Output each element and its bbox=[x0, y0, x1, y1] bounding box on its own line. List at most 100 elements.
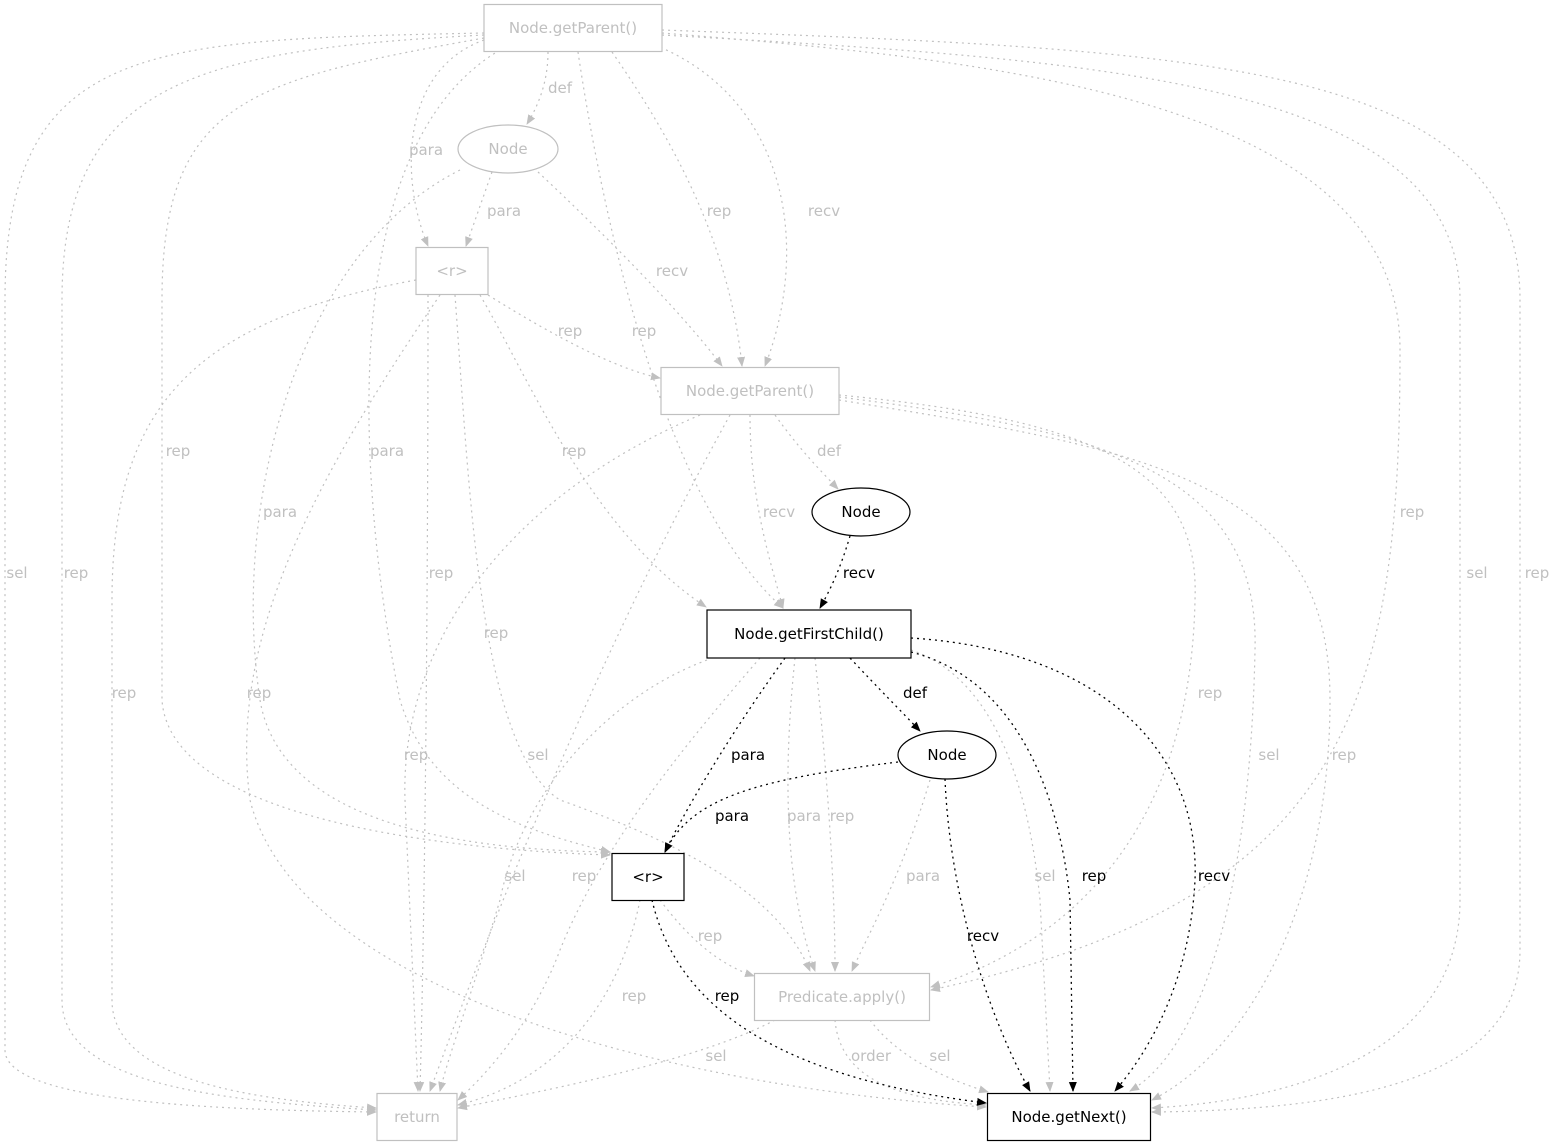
edge-n9-n11-order: order bbox=[834, 1019, 987, 1109]
edge-path bbox=[246, 294, 987, 1111]
edge-n9-n10-sel: sel bbox=[457, 1019, 776, 1111]
edge-label: rep bbox=[166, 442, 191, 460]
edge-n1-n4-recv: recv bbox=[654, 44, 840, 367]
edge-n1-n8-rep: rep bbox=[161, 37, 611, 859]
edge-label: para bbox=[731, 746, 765, 764]
node-box bbox=[611, 852, 685, 902]
node-label: Node bbox=[488, 140, 527, 158]
edge-label: rep bbox=[64, 564, 89, 582]
node-label: Node.getFirstChild() bbox=[734, 625, 884, 643]
edge-label: sel bbox=[1466, 564, 1487, 582]
edge-path bbox=[664, 761, 899, 853]
node-ellipse bbox=[457, 124, 559, 174]
edge-label: rep bbox=[562, 442, 587, 460]
edge-label: rep bbox=[698, 927, 723, 945]
node-label: Node.getParent() bbox=[509, 19, 637, 37]
node-n6[interactable]: Node.getFirstChild() bbox=[706, 609, 912, 659]
edge-n1-n10-sel: sel bbox=[4, 32, 485, 1116]
edge-label: rep bbox=[1332, 746, 1357, 764]
edge-path bbox=[661, 32, 1401, 993]
edge-label: recv bbox=[808, 202, 840, 220]
edge-label: sel bbox=[1258, 746, 1279, 764]
edge-n3-n4-rep: rep bbox=[487, 294, 661, 381]
node-box bbox=[753, 972, 931, 1022]
edge-path bbox=[4, 32, 485, 1116]
edge-n1-n9-rep: rep bbox=[661, 32, 1425, 993]
node-box bbox=[660, 366, 840, 416]
node-n7[interactable]: Node bbox=[897, 730, 997, 780]
edge-label: rep bbox=[715, 987, 740, 1005]
edge-path bbox=[869, 1019, 989, 1094]
node-label: Node bbox=[927, 746, 966, 764]
edge-path bbox=[410, 39, 485, 247]
edge-label: def bbox=[817, 442, 842, 460]
edge-n6-n9-para: para bbox=[787, 657, 821, 972]
edge-n2-n4-recv: recv bbox=[537, 171, 723, 367]
edge-label: para bbox=[370, 442, 404, 460]
edge-label: rep bbox=[558, 322, 583, 340]
edge-n2-n3-para: para bbox=[465, 171, 521, 247]
edge-n4-n11-sel: sel bbox=[838, 396, 1280, 1092]
edge-label: rep bbox=[1198, 684, 1223, 702]
node-n9[interactable]: Predicate.apply() bbox=[753, 972, 931, 1022]
edge-label: para bbox=[787, 807, 821, 825]
edge-path bbox=[457, 657, 761, 1101]
edge-label: rep bbox=[429, 564, 454, 582]
node-box bbox=[706, 609, 912, 659]
edge-n4-n10-rep: rep bbox=[404, 414, 701, 1092]
edge-n1-n3-para: para bbox=[409, 39, 485, 247]
edge-path bbox=[654, 44, 788, 367]
edge-n3-n10-rep: rep bbox=[111, 279, 417, 1112]
edge-label: rep bbox=[1400, 503, 1425, 521]
edge-label: rep bbox=[632, 322, 657, 340]
edge-label: para bbox=[906, 867, 940, 885]
edge-path bbox=[438, 659, 708, 1092]
edge-path bbox=[851, 779, 931, 972]
node-n10[interactable]: return bbox=[376, 1092, 458, 1142]
edge-n6-n11-sel: sel bbox=[910, 649, 1056, 1092]
edge-n3-n9-rep: rep bbox=[454, 294, 811, 972]
edge-path bbox=[838, 399, 1331, 1101]
node-box bbox=[376, 1092, 458, 1142]
edge-n6-n10-rep: rep bbox=[457, 657, 761, 1101]
edge-path bbox=[526, 51, 549, 125]
nodes-layer: Node.getParent() Node <r> Node.getParent() N… bbox=[376, 3, 1152, 1142]
node-box bbox=[986, 1092, 1152, 1142]
node-n3[interactable]: <r> bbox=[415, 246, 489, 296]
node-n8[interactable]: <r> bbox=[611, 852, 685, 902]
node-n1[interactable]: Node.getParent() bbox=[483, 3, 663, 53]
edge-n6-n7-def: def bbox=[849, 657, 928, 732]
edge-label: def bbox=[548, 79, 573, 97]
edge-label: sel bbox=[6, 564, 27, 582]
node-label: Node.getNext() bbox=[1011, 1108, 1126, 1126]
edge-n7-n9-para: para bbox=[851, 779, 940, 972]
edge-n8-n10-rep: rep bbox=[457, 899, 646, 1107]
edge-n4-n5-def: def bbox=[774, 414, 842, 490]
edge-label: sel bbox=[504, 867, 525, 885]
edge-path bbox=[537, 171, 723, 367]
edge-n8-n9-rep: rep bbox=[659, 899, 755, 978]
edge-n3-n6-rep: rep bbox=[479, 294, 707, 608]
edge-label: sel bbox=[929, 1047, 950, 1065]
edge-label: para bbox=[715, 807, 749, 825]
edge-n3-n10-rep: rep bbox=[416, 294, 454, 1092]
edge-path bbox=[661, 34, 1461, 1112]
edge-n1-n4-rep: rep bbox=[611, 51, 746, 367]
edge-path bbox=[838, 394, 1196, 989]
edge-n4-n9-rep: rep bbox=[838, 394, 1223, 989]
node-n5[interactable]: Node bbox=[811, 487, 911, 537]
edge-path bbox=[61, 34, 485, 1114]
edge-path bbox=[849, 657, 921, 732]
edge-label: recv bbox=[967, 927, 999, 945]
node-n2[interactable]: Node bbox=[457, 124, 559, 174]
node-n4[interactable]: Node.getParent() bbox=[660, 366, 840, 416]
edge-path bbox=[416, 294, 429, 1092]
node-n11[interactable]: Node.getNext() bbox=[986, 1092, 1152, 1142]
edge-n8-n11-rep: rep bbox=[651, 899, 987, 1106]
edge-label: rep bbox=[830, 807, 855, 825]
edge-path bbox=[661, 29, 1521, 1116]
edge-n1-n6-rep: rep bbox=[577, 51, 784, 609]
edge-n6-n8-para: para bbox=[664, 657, 786, 853]
edge-n9-n11-sel: sel bbox=[869, 1019, 989, 1094]
edge-label: order bbox=[851, 1047, 892, 1065]
